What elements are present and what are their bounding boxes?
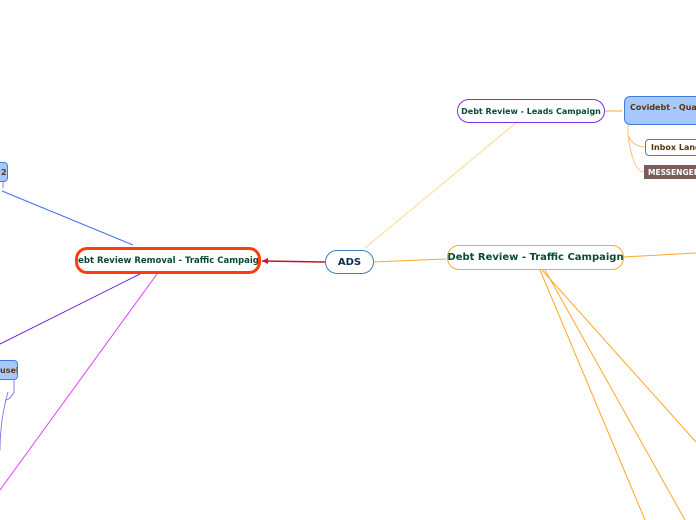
node-label: Debt Review - Traffic Campaign xyxy=(447,252,624,263)
link-ads-traffic xyxy=(372,258,447,263)
link-traffic-3 xyxy=(539,269,646,520)
node-left-carousel[interactable]: usel xyxy=(0,360,18,380)
link-traffic-2 xyxy=(544,269,686,520)
link-removal-bottom xyxy=(0,273,158,491)
node-covidebt[interactable]: Covidebt - Qualify xyxy=(624,96,696,125)
link-ads-removal xyxy=(261,260,326,263)
node-label: Debt Review - Leads Campaign xyxy=(461,106,601,116)
link-removal-mid xyxy=(0,273,141,345)
node-label: usel xyxy=(0,365,18,375)
node-label: MESSENGER xyxy=(648,167,696,177)
link-covidebt-children xyxy=(627,124,647,173)
link-traffic-right xyxy=(622,252,696,258)
node-debt-review-removal[interactable]: Debt Review Removal - Traffic Campaign xyxy=(75,247,261,274)
node-messenger[interactable]: MESSENGER xyxy=(644,165,696,179)
node-label: Inbox Landi xyxy=(651,143,696,152)
link-ads-leads xyxy=(364,121,518,249)
node-label: 2 xyxy=(1,167,7,177)
node-label: Covidebt - Qualify xyxy=(630,103,696,112)
node-inbox-landing[interactable]: Inbox Landi xyxy=(645,139,696,156)
node-label: Debt Review Removal - Traffic Campaign xyxy=(75,255,261,266)
link-left-children xyxy=(0,181,15,451)
node-ads-root[interactable]: ADS xyxy=(325,250,374,274)
link-removal-top xyxy=(1,190,134,246)
node-left-top[interactable]: 2 xyxy=(0,162,8,182)
node-traffic-campaign[interactable]: Debt Review - Traffic Campaign xyxy=(447,245,624,270)
link-traffic-1 xyxy=(541,269,696,443)
node-label: ADS xyxy=(337,256,362,268)
arrow-head xyxy=(262,258,268,264)
node-leads-campaign[interactable]: Debt Review - Leads Campaign xyxy=(457,99,605,123)
